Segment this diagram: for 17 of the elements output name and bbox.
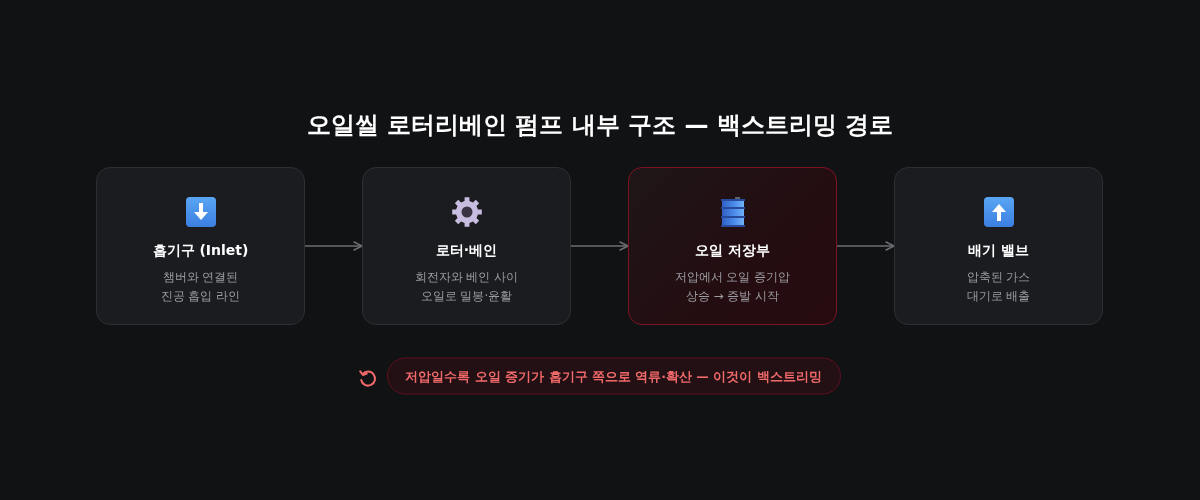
card-title: 로터·베인 bbox=[435, 241, 498, 260]
card-description: 저압에서 오일 증기압 상승 → 증발 시작 bbox=[674, 269, 791, 305]
warning-banner: 저압일수록 오일 증기가 흡기구 쪽으로 역류·확산 — 이것이 백스트리밍 bbox=[386, 357, 841, 394]
process-card bbox=[894, 167, 1103, 325]
card-title: 배기 밸브 bbox=[968, 241, 1029, 260]
card-title: 흡기구 (Inlet) bbox=[152, 241, 249, 260]
process-card bbox=[96, 167, 305, 325]
process-card bbox=[362, 167, 571, 325]
card-description: 압축된 가스 대기로 배출 bbox=[966, 269, 1031, 305]
arrow bbox=[836, 241, 895, 251]
card-description: 챔버와 연결된 진공 흡입 라인 bbox=[160, 269, 241, 305]
highlighted-process-card bbox=[628, 167, 837, 325]
arrow bbox=[304, 241, 363, 251]
card-title: 오일 저장부 bbox=[695, 241, 770, 260]
diagram-title: 오일씰 로터리베인 펌프 내부 구조 — 백스트리밍 경로 bbox=[306, 110, 894, 141]
card-description: 회전자와 베인 사이 오일로 밀봉·윤활 bbox=[414, 269, 519, 305]
arrow bbox=[570, 241, 629, 251]
